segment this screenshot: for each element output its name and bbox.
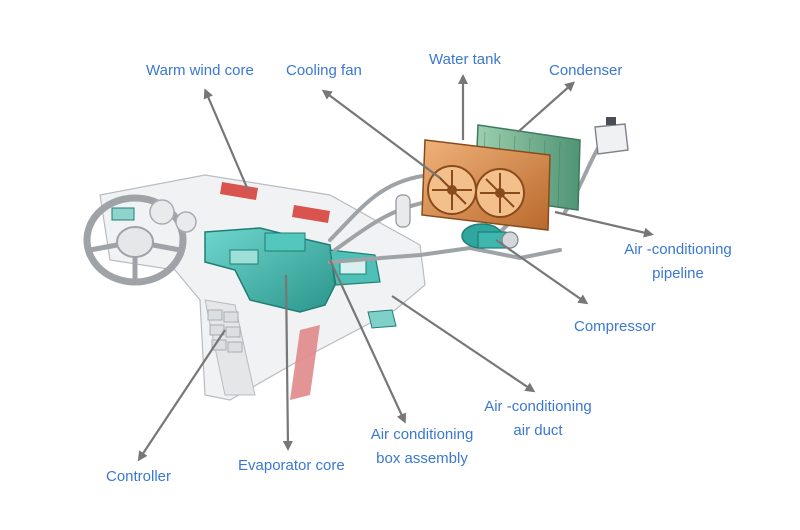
gauge-cluster bbox=[149, 199, 197, 233]
label-evaporator-core: Evaporator core bbox=[238, 457, 345, 474]
label-ac-pipeline: Air -conditioning pipeline bbox=[624, 238, 732, 286]
arrow-warm-wind-core bbox=[203, 88, 250, 191]
label-ac-duct-line2: air duct bbox=[513, 422, 563, 439]
label-ac-pipeline-line1: Air -conditioning bbox=[624, 241, 732, 258]
arrow-ac-box bbox=[329, 259, 407, 424]
label-water-tank: Water tank bbox=[429, 51, 501, 68]
water-tank bbox=[594, 117, 629, 155]
arrow-condenser bbox=[517, 81, 575, 133]
arrow-compressor bbox=[495, 239, 589, 305]
arrow-ac-duct bbox=[391, 295, 536, 393]
arrow-ac-pipeline bbox=[554, 210, 654, 238]
radiator-with-fans bbox=[421, 139, 551, 231]
label-compressor: Compressor bbox=[574, 318, 656, 335]
label-warm-wind-core: Warm wind core bbox=[146, 62, 254, 79]
label-ac-duct-line1: Air -conditioning bbox=[484, 398, 592, 415]
label-ac-box-assembly: Air conditioning box assembly bbox=[371, 423, 474, 471]
receiver-drier bbox=[395, 194, 411, 228]
arrow-evaporator bbox=[282, 274, 293, 451]
label-ac-box-line1: Air conditioning bbox=[370, 426, 474, 443]
compressor bbox=[461, 223, 519, 249]
defrost-vents bbox=[220, 182, 330, 223]
leader-arrows bbox=[137, 74, 654, 462]
label-ac-pipeline-line2: pipeline bbox=[652, 265, 704, 282]
label-condenser: Condenser bbox=[549, 62, 623, 79]
label-controller: Controller bbox=[106, 468, 172, 485]
label-ac-duct: Air -conditioning air duct bbox=[484, 395, 592, 443]
arrow-controller bbox=[137, 329, 226, 462]
label-ac-box-line2: box assembly bbox=[376, 450, 468, 467]
label-cooling-fan: Cooling fan bbox=[286, 62, 362, 79]
steering-wheel bbox=[83, 194, 187, 286]
arrow-cooling-fan bbox=[321, 89, 441, 179]
